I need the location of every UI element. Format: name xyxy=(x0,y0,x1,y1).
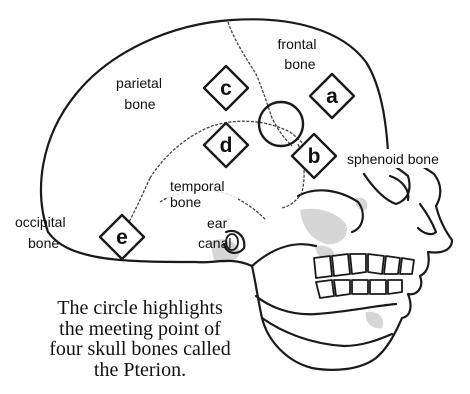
frontal-bone-label-line2: bone xyxy=(284,56,315,72)
ear-canal-label-line1: ear xyxy=(207,215,228,231)
marker-d-label: d xyxy=(220,134,233,157)
marker-c-label: c xyxy=(220,77,232,100)
caption-line-3: four skull bones called xyxy=(0,339,280,360)
caption-line-1: The circle highlights xyxy=(0,298,280,319)
frontal-bone-label-line1: frontal xyxy=(278,36,317,52)
temporal-bone-label-line1: temporal xyxy=(170,178,224,194)
temporal-bone-label-line2: bone xyxy=(170,194,201,210)
marker-b-label: b xyxy=(308,145,321,168)
marker-a-label: a xyxy=(326,85,338,108)
marker-e-label: e xyxy=(116,226,128,249)
caption: The circle highlights the meeting point … xyxy=(0,298,280,380)
parietal-bone-label-line2: bone xyxy=(124,96,155,112)
occipital-bone-label-line1: occipital xyxy=(15,214,66,230)
parietal-bone-label-line1: parietal xyxy=(116,75,162,91)
caption-line-2: the meeting point of xyxy=(0,319,280,340)
occipital-bone-label-line2: bone xyxy=(28,235,59,251)
teeth xyxy=(314,254,414,298)
sphenoid-bone-label: sphenoid bone xyxy=(347,151,439,167)
caption-line-4: the Pterion. xyxy=(0,360,280,381)
